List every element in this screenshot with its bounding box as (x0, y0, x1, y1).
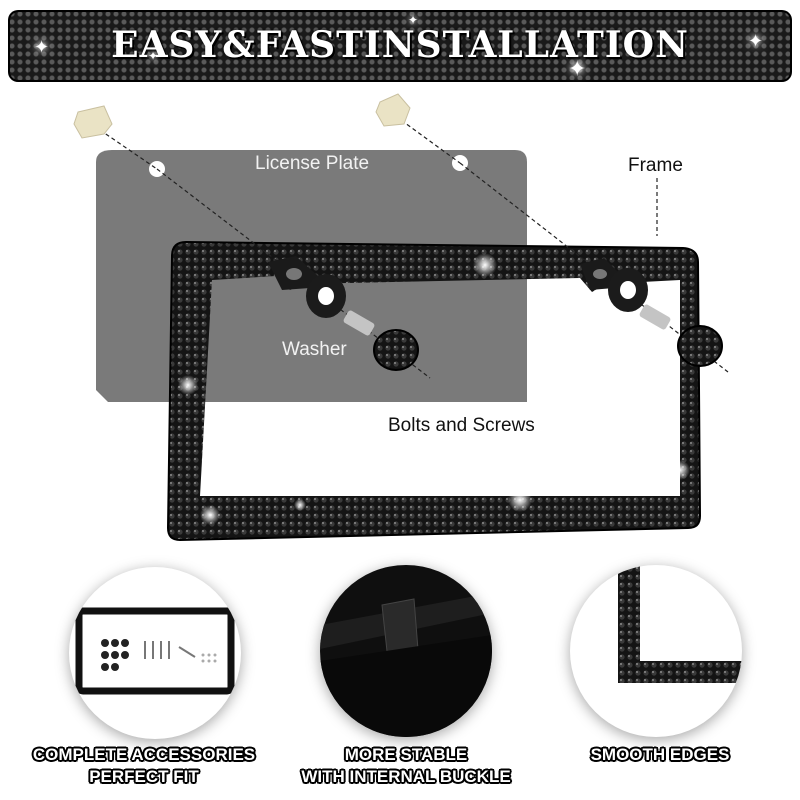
banner: EASY&FASTINSTALLATION ✦ ✦ ✦ ✦ ✦ (8, 10, 792, 82)
right-hardware (580, 258, 723, 367)
sparkle-icon: ✦ (748, 31, 764, 51)
feature-buckle-caption: MORE STABLE WITH INTERNAL BUCKLE (284, 744, 528, 788)
frame-label: Frame (628, 155, 683, 176)
caption-line: COMPLETE ACCESSORIES (32, 745, 256, 764)
feature-edges-image (570, 565, 742, 737)
mounting-clip (73, 93, 411, 139)
caption-line: PERFECT FIT (89, 767, 199, 786)
caption-line: SMOOTH EDGES (590, 745, 730, 764)
feature-buckle-image (320, 565, 492, 737)
left-hardware (268, 256, 419, 371)
sparkle-icon: ✦ (408, 13, 419, 27)
sparkle-icon: ✦ (34, 37, 50, 57)
caption-line: MORE STABLE (344, 745, 468, 764)
installation-diagram (73, 93, 729, 542)
caption-line: WITH INTERNAL BUCKLE (301, 767, 511, 786)
banner-title: EASY&FASTINSTALLATION (111, 24, 689, 66)
washer-label: Washer (282, 339, 347, 360)
plate-frame (166, 240, 702, 542)
sparkle-icon: ✦ (148, 49, 159, 63)
feature-accessories-caption: COMPLETE ACCESSORIES PERFECT FIT (10, 744, 278, 788)
license-plate-label: License Plate (255, 153, 370, 174)
feature-accessories-image (69, 567, 241, 739)
bolts-label: Bolts and Screws (388, 415, 535, 436)
feature-edges-caption: SMOOTH EDGES (560, 744, 760, 766)
sparkle-icon: ✦ (568, 56, 587, 81)
sparkles (178, 253, 690, 525)
